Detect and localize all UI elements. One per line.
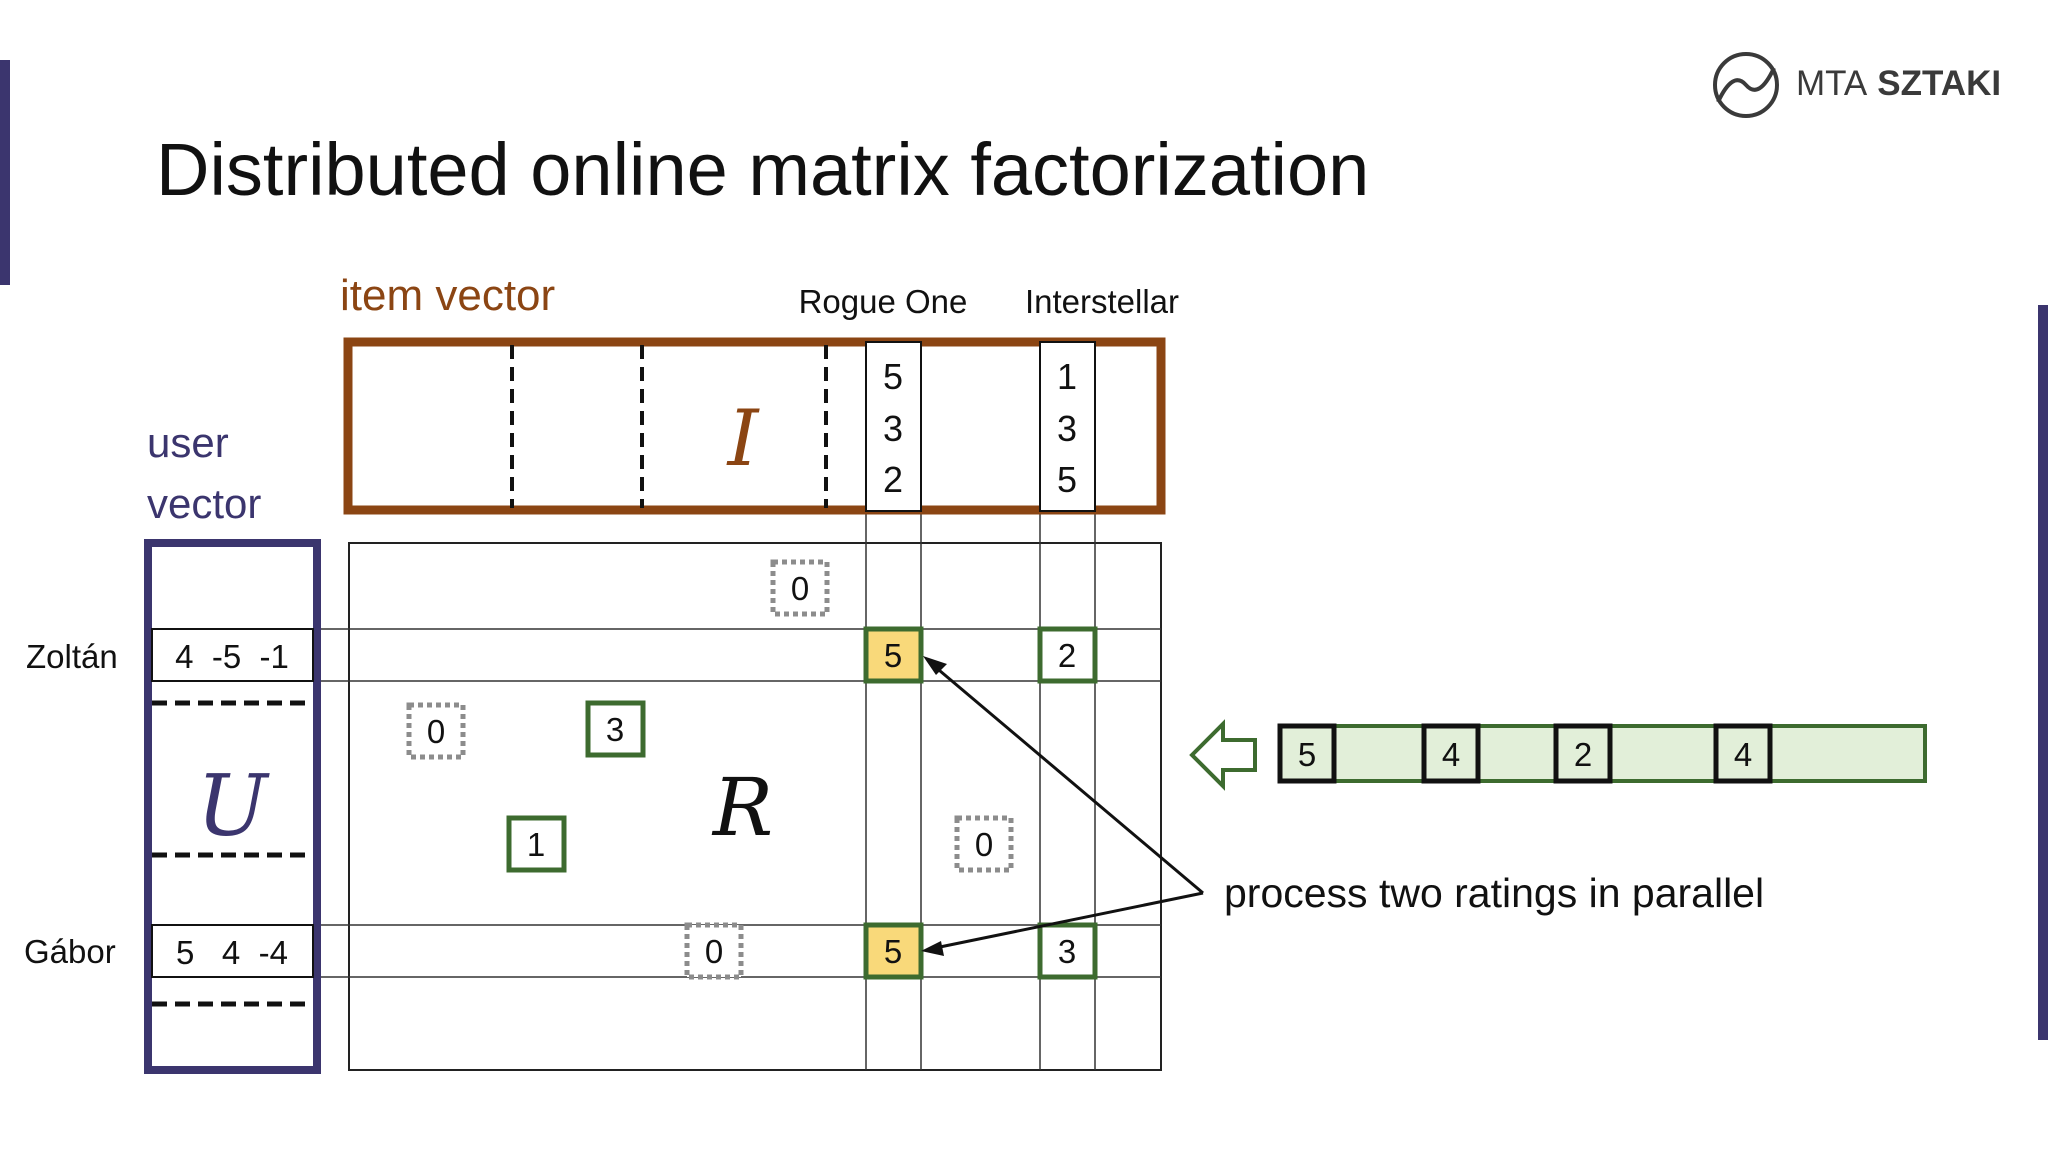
user-name-zoltan: Zoltán <box>26 638 118 675</box>
annotation-arrow-line <box>932 663 1204 895</box>
item-matrix-symbol: I <box>726 394 761 484</box>
item-vector-rogue-one <box>865 341 922 512</box>
logo-text-light: MTA <box>1796 64 1868 103</box>
item-vector-value: 2 <box>883 459 903 500</box>
stream-rating-cell <box>1277 723 1337 784</box>
item-name-interstellar: Interstellar <box>1025 283 1179 320</box>
item-matrix <box>343 337 1166 515</box>
user-vector-value: 4 -5 -1 <box>175 638 289 675</box>
user-vector-label-line2: vector <box>147 480 261 527</box>
stream-rating-value: 4 <box>1442 736 1460 773</box>
rating-cell <box>506 815 567 873</box>
stream-rating-cell <box>1713 723 1773 784</box>
logo-text-bold: SZTAKI <box>1877 64 2001 103</box>
user-vector-zoltan <box>151 628 314 682</box>
annotation-text: process two ratings in parallel <box>1224 870 1764 916</box>
rating-matrix-symbol: R <box>711 761 773 854</box>
slide-title: Distributed online matrix factorization <box>156 128 1369 211</box>
annotation-arrow-line <box>934 891 1204 950</box>
rating-cell <box>585 700 646 758</box>
logo-circle-icon <box>1713 52 1779 118</box>
rating-cell <box>1037 626 1098 684</box>
stream-rating-cell <box>1421 723 1481 784</box>
user-vector-label-line1: user <box>147 419 229 466</box>
item-name-rogue-one: Rogue One <box>799 283 968 320</box>
item-vector-value: 5 <box>1057 459 1077 500</box>
rating-value: 3 <box>1058 933 1076 970</box>
item-vector-value: 3 <box>883 408 903 449</box>
rating-value: 3 <box>606 711 624 748</box>
stream-rating-value: 2 <box>1574 736 1592 773</box>
rating-value: 1 <box>527 826 545 863</box>
item-vector-interstellar <box>1039 341 1096 512</box>
zero-rating-cell <box>684 922 744 980</box>
rating-value: 0 <box>427 713 445 750</box>
arrowhead-icon <box>921 941 944 956</box>
rating-value: 2 <box>1058 637 1076 674</box>
rating-value: 5 <box>884 637 902 674</box>
rating-cell-highlighted <box>863 626 924 684</box>
logo-wave-icon <box>1716 67 1776 103</box>
item-vector-value: 1 <box>1057 356 1077 397</box>
user-matrix-symbol: U <box>197 757 271 855</box>
right-accent-bar <box>2038 305 2048 1040</box>
arrowhead-icon <box>923 656 947 675</box>
rating-value: 0 <box>705 933 723 970</box>
item-vector-value: 3 <box>1057 408 1077 449</box>
user-matrix <box>144 539 321 1074</box>
user-vector-value: 5 4 -4 <box>176 934 288 971</box>
stream-rating-cell <box>1553 723 1613 784</box>
zero-rating-cell <box>954 815 1014 873</box>
zero-rating-cell <box>406 702 466 760</box>
rating-value: 5 <box>884 933 902 970</box>
rating-cell-highlighted <box>863 922 924 980</box>
left-accent-bar <box>0 60 10 285</box>
rating-value: 0 <box>975 826 993 863</box>
stream-rating-value: 5 <box>1298 736 1316 773</box>
user-name-gabor: Gábor <box>24 933 116 970</box>
stream-rating-value: 4 <box>1734 736 1752 773</box>
item-vector-value: 5 <box>883 356 903 397</box>
zero-rating-cell <box>770 559 830 617</box>
rating-value: 0 <box>791 570 809 607</box>
rating-cell <box>1037 922 1098 980</box>
item-vector-label: item vector <box>340 271 555 320</box>
rating-matrix <box>348 542 1162 1071</box>
stream-arrow-icon <box>1189 719 1257 791</box>
user-vector-gabor <box>151 924 314 978</box>
